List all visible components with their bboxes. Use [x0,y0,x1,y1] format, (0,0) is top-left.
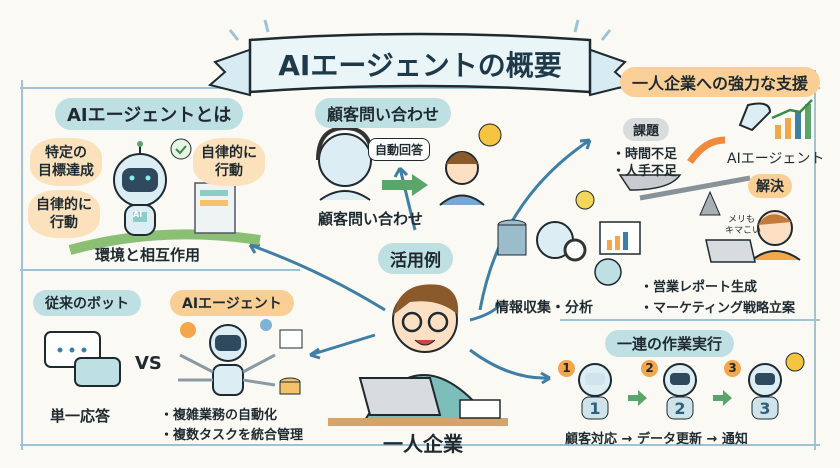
inquiry-caption: 顧客問い合わせ [318,210,424,228]
use-cases-label: 活用例 [378,243,453,274]
vs-label: VS [135,353,162,374]
workflow-caption: 顧客対応 → データ更新 → 通知 [565,432,748,447]
balance-illustration [618,99,813,263]
analysis-bullet-report: ・営業レポート生成 [640,280,758,295]
solution-label: 解決 [748,174,792,198]
auto-reply-bubble: 自動回答 [368,138,431,161]
handwritten-note-2: キマこい [725,226,762,236]
workflow-robots [578,352,805,420]
robot-illustration [68,138,261,255]
title-ribbon [207,19,633,97]
solo-entrepreneur-illustration [328,284,508,426]
what-is-heading: AIエージェントとは [55,98,244,130]
compare-illustration [44,319,303,396]
support-heading: 一人企業への強力な支援 [620,67,821,97]
inquiry-heading: 顧客問い合わせ [315,98,452,128]
page-title: AIエージェントの概要 [278,49,562,82]
analysis-caption: 情報収集・分析 [495,300,593,316]
agent-label: AIエージェント [727,151,825,167]
connector-arrows [248,138,592,385]
step-badge-1: 1 [558,360,575,377]
agent-bullet-automation: ・複雑業務の自動化 [160,408,278,423]
bubble-autonomous: 自律的に 行動 [28,190,100,238]
robot-number-1: 1 [589,399,600,418]
problem-label: 課題 [623,118,670,141]
single-response-caption: 単一応答 [50,407,111,425]
traditional-bot-heading: 従来のボット [33,290,141,316]
robot-badge: AI [133,210,143,219]
bubble-goal: 特定の 目標達成 [30,138,102,186]
analysis-bullet-marketing: ・マーケティング戦略立案 [640,301,795,316]
ai-agent-heading: AIエージェント [170,290,294,316]
agent-bullet-integration: ・複数タスクを統合管理 [160,428,304,443]
step-badge-2: 2 [641,360,658,377]
handwritten-note-1: メリも [728,215,756,225]
robot-number-3: 3 [759,399,770,418]
robot-number-2: 2 [674,399,685,418]
analysis-illustration [497,190,641,286]
solo-entrepreneur-label: 一人企業 [383,432,463,456]
problem-time: ・時間不足 [612,147,678,162]
problem-staff: ・人手不足 [612,164,678,179]
customer-inquiry-illustration [316,123,502,206]
workflow-heading: 一連の作業実行 [605,330,735,357]
step-badge-3: 3 [724,360,741,377]
bubble-autonomous-2: 自律的に 行動 [193,138,265,186]
environment-caption: 環境と相互作用 [95,246,201,264]
